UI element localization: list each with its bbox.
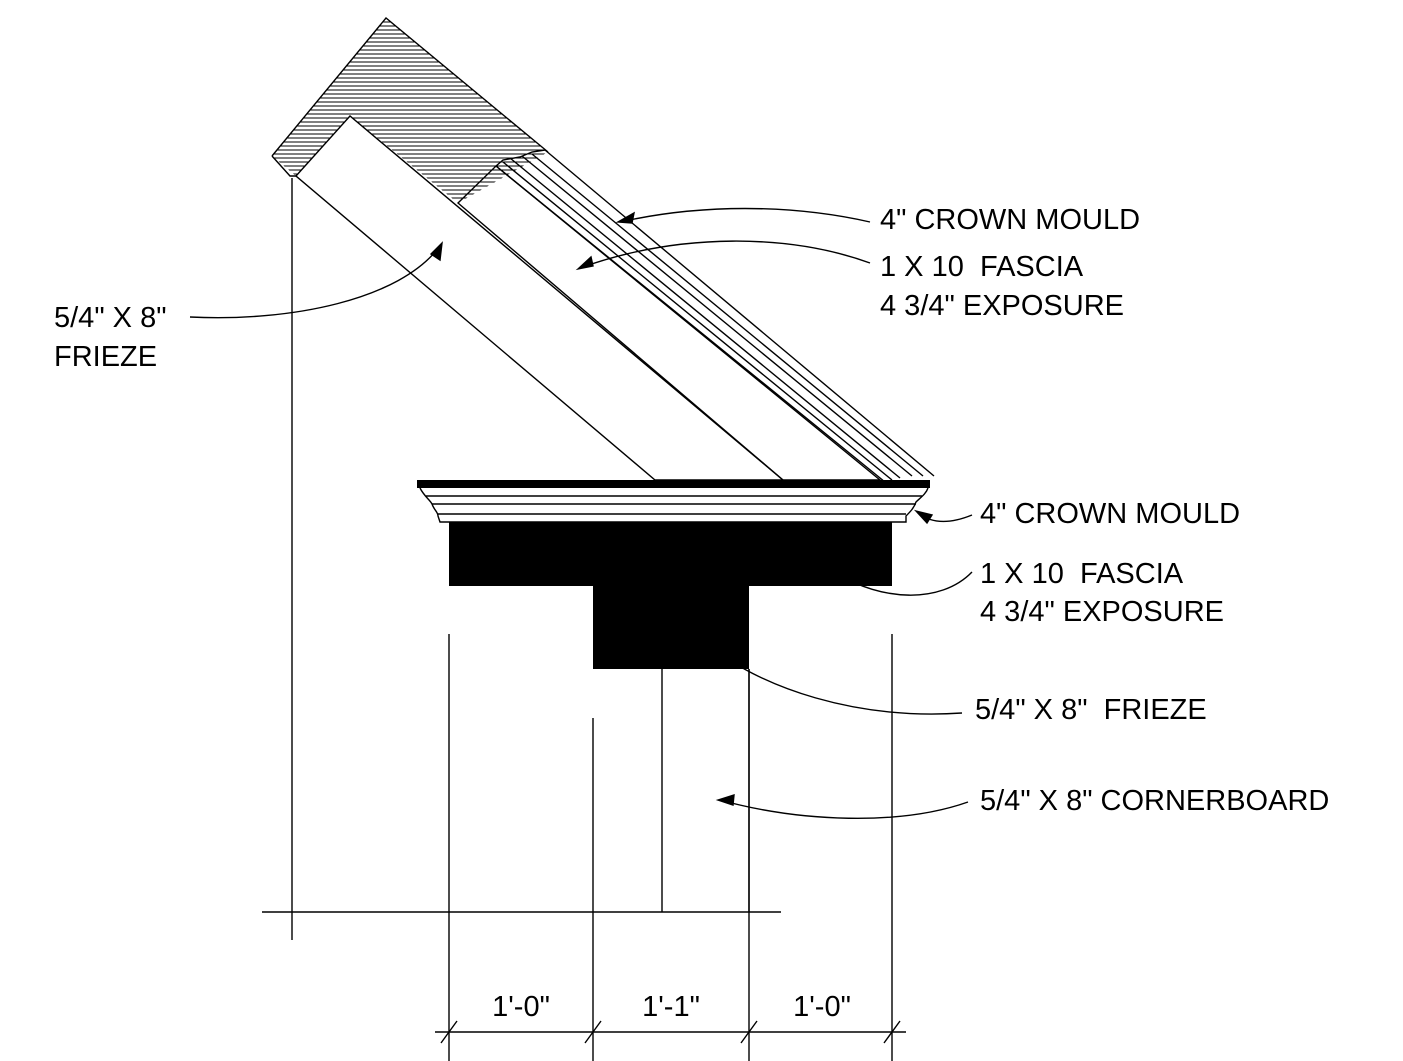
gable-crown-line-4	[521, 155, 913, 477]
gable-crown-line-2	[502, 161, 893, 481]
arrowhead-cornerboard	[715, 794, 735, 806]
leader-gable-fascia	[579, 240, 871, 269]
leader-cornerboard	[719, 799, 969, 819]
leader-eave-frieze	[701, 639, 963, 715]
tick-4	[883, 1020, 901, 1044]
gable-frieze-label-line1: 5/4" X 8"	[54, 302, 167, 334]
tick-3	[740, 1020, 758, 1044]
gable-crown-line-3	[509, 157, 901, 479]
arrowhead-gable-frieze	[429, 241, 443, 262]
dimension-label-1: 1'-0"	[492, 991, 550, 1023]
gable-crown-line-6	[544, 149, 935, 477]
roof-edge-left	[271, 155, 296, 177]
leaders	[189, 207, 973, 819]
leader-eave-fascia	[837, 571, 973, 596]
eave-crown-top	[417, 480, 930, 488]
dimension-label-2: 1'-1"	[642, 991, 700, 1023]
eave-frieze-label: 5/4" X 8" FRIEZE	[975, 694, 1207, 726]
eave-crown-profile	[419, 487, 929, 523]
gable-crown-line-1	[495, 165, 886, 483]
eave-crown-mould-label: 4" CROWN MOULD	[980, 498, 1241, 530]
gable-crown-top	[495, 149, 546, 167]
gable-crown-line-5	[531, 153, 924, 477]
gable-crown-mould-label: 4" CROWN MOULD	[880, 204, 1141, 236]
eave-fascia	[449, 522, 892, 586]
arrowhead-gable-fascia	[575, 255, 594, 271]
arrowhead-gable-crown	[615, 211, 635, 224]
arrowhead-eave-crown	[913, 509, 934, 525]
leader-gable-crown	[619, 207, 871, 223]
cornerboard-label: 5/4" X 8" CORNERBOARD	[980, 785, 1330, 817]
eave-fascia-label-line2: 4 3/4" EXPOSURE	[980, 596, 1225, 628]
arrowhead-eave-frieze	[698, 636, 718, 653]
gable-frieze-label-line2: FRIEZE	[54, 341, 158, 373]
gable-fascia-label-line2: 4 3/4" EXPOSURE	[880, 290, 1125, 322]
eave-frieze	[593, 586, 749, 669]
tick-1	[440, 1020, 458, 1044]
gable-fascia-label-line1: 1 X 10 FASCIA	[880, 251, 1084, 283]
leader-gable-frieze	[189, 245, 441, 319]
roof-outline	[271, 17, 549, 157]
tick-2	[584, 1020, 602, 1044]
eave-fascia-label-line1: 1 X 10 FASCIA	[980, 558, 1184, 590]
arrowhead-eave-fascia	[834, 572, 854, 586]
dimension-label-3: 1'-0"	[793, 991, 851, 1023]
